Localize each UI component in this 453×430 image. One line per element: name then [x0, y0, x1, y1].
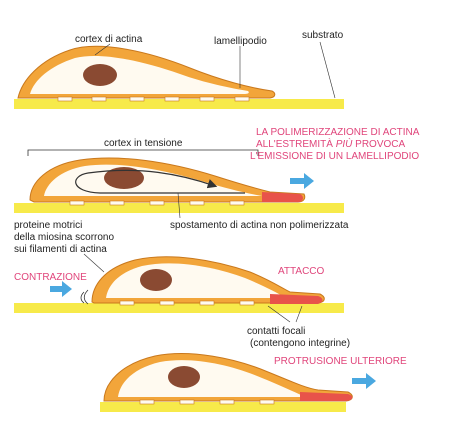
blue-right-arrow-icon [290, 173, 314, 189]
stage-2: cortex in tensione spostamento di actina… [14, 127, 420, 231]
focal-tabs-2 [69, 200, 245, 206]
nucleus-2 [104, 167, 144, 189]
label-polimerizzazione-1: LA POLIMERIZZAZIONE DI ACTINA [256, 127, 420, 138]
stage-1: cortex di actina lamellipodio substrato [14, 30, 344, 109]
substrate-1 [14, 99, 344, 109]
label-lamellipodio: lamellipodio [214, 36, 267, 47]
curved-arrow-top [87, 169, 218, 189]
label-contrazione: CONTRAZIONE [14, 272, 87, 283]
cell-4-cytoplasm [118, 360, 306, 397]
label-proteine-1: proteine motrici [14, 220, 82, 231]
motion-lines-icon [80, 289, 89, 305]
label-polimerizzazione-2: ALL'ESTREMITÀ PIÙ PROVOCA [256, 137, 406, 150]
label-substrato: substrato [302, 30, 344, 41]
curved-arrow-icon [75, 172, 245, 194]
cell-1-cytoplasm [30, 55, 249, 94]
blue-right-arrow-icon [352, 373, 376, 389]
label-attacco: ATTACCO [278, 266, 325, 277]
substrate-4 [100, 402, 346, 412]
blue-right-arrow-icon [50, 281, 72, 297]
substrate-3 [14, 303, 344, 313]
lamellipodium-3 [270, 294, 323, 304]
nucleus-3 [140, 269, 172, 291]
label-proteine-3: sui filamenti di actina [14, 244, 107, 255]
lamellipodium-2 [262, 192, 303, 202]
label-protrusione: PROTRUSIONE ULTERIORE [274, 356, 407, 367]
label-proteine-2: della miosina scorrono [14, 232, 114, 243]
focal-tabs-1 [57, 96, 250, 102]
nucleus-1 [83, 64, 117, 86]
label-contatti-2: (contengono integrine) [250, 338, 350, 349]
focal-tabs-4 [139, 399, 275, 405]
label-spostamento: spostamento di actina non polimerizzata [170, 220, 349, 231]
stage-4: PROTRUSIONE ULTERIORE [100, 353, 407, 412]
cortex-tension-bracket [27, 149, 259, 156]
label-cortex-actina: cortex di actina [75, 34, 143, 45]
label-polimerizzazione-3: L'EMISSIONE DI UN LAMELLIPODIO [250, 151, 419, 162]
stage-3: proteine motrici della miosina scorrono … [14, 220, 350, 349]
nucleus-4 [168, 366, 200, 388]
label-contatti-1: contatti focali [247, 326, 305, 337]
focal-tabs-3 [119, 300, 255, 306]
lamellipodium-4 [300, 392, 353, 401]
label-cortex-tensione: cortex in tensione [104, 138, 183, 149]
